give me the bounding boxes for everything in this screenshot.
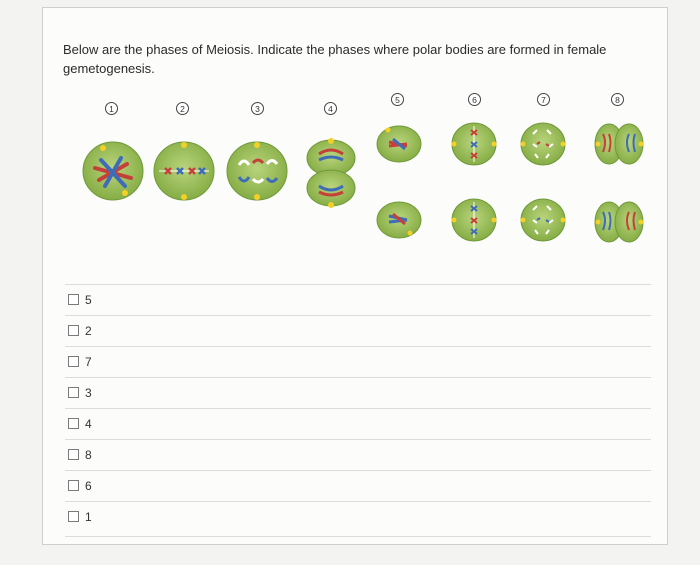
option-label: 7 bbox=[85, 355, 92, 369]
option-label: 5 bbox=[85, 293, 92, 307]
option-3[interactable]: 3 bbox=[65, 377, 651, 408]
phase-number-4: 4 bbox=[324, 102, 337, 115]
checkbox[interactable] bbox=[68, 356, 79, 367]
meiosis-figure: 1 2 3 4 5 6 7 8 bbox=[43, 8, 669, 268]
option-7[interactable]: 7 bbox=[65, 346, 651, 377]
option-label: 4 bbox=[85, 417, 92, 431]
option-label: 6 bbox=[85, 479, 92, 493]
option-label: 8 bbox=[85, 448, 92, 462]
option-2[interactable]: 2 bbox=[65, 315, 651, 346]
checkbox[interactable] bbox=[68, 387, 79, 398]
option-5[interactable]: 5 bbox=[65, 284, 651, 315]
phase-1-cell bbox=[82, 141, 144, 201]
meiosis-cells-illustration bbox=[82, 122, 644, 243]
phase-number-8: 8 bbox=[611, 93, 624, 106]
question-text: Below are the phases of Meiosis. Indicat… bbox=[63, 42, 607, 76]
option-1[interactable]: 1 bbox=[65, 501, 651, 532]
option-6[interactable]: 6 bbox=[65, 470, 651, 501]
checkbox[interactable] bbox=[68, 325, 79, 336]
phase-number-2: 2 bbox=[176, 102, 189, 115]
option-label: 1 bbox=[85, 510, 92, 524]
checkbox[interactable] bbox=[68, 418, 79, 429]
phase-number-1: 1 bbox=[105, 102, 118, 115]
checkbox[interactable] bbox=[68, 449, 79, 460]
phase-number-6: 6 bbox=[468, 93, 481, 106]
option-label: 2 bbox=[85, 324, 92, 338]
checkbox[interactable] bbox=[68, 294, 79, 305]
phase-2-cell bbox=[153, 141, 215, 201]
option-label: 3 bbox=[85, 386, 92, 400]
phase-5-cell bbox=[376, 125, 422, 239]
phase-7-cell bbox=[520, 122, 566, 242]
option-8[interactable]: 8 bbox=[65, 439, 651, 470]
phase-8-cell bbox=[594, 123, 644, 243]
phase-4-cell bbox=[306, 138, 356, 208]
phase-6-cell bbox=[451, 122, 497, 242]
phase-number-3: 3 bbox=[251, 102, 264, 115]
option-4[interactable]: 4 bbox=[65, 408, 651, 439]
phase-number-7: 7 bbox=[537, 93, 550, 106]
divider bbox=[65, 536, 651, 537]
phase-3-cell bbox=[226, 141, 288, 201]
checkbox[interactable] bbox=[68, 511, 79, 522]
phase-number-5: 5 bbox=[391, 93, 404, 106]
question-card: Below are the phases of Meiosis. Indicat… bbox=[42, 7, 668, 545]
checkbox[interactable] bbox=[68, 480, 79, 491]
